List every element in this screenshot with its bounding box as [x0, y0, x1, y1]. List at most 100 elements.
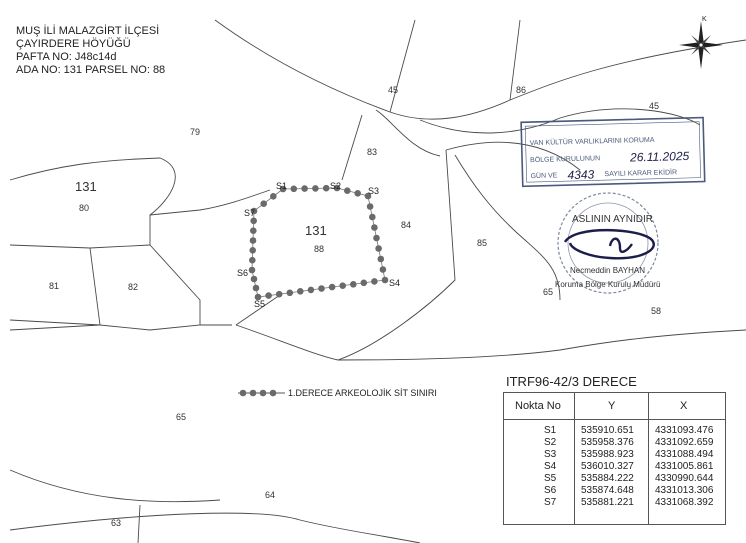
boundary-dot — [265, 292, 272, 299]
boundary-dot — [250, 275, 258, 283]
seal-title: ASLININ AYNIDIR — [572, 214, 653, 225]
row-x: 4331068.392 — [655, 497, 714, 508]
row-no: S6 — [544, 485, 557, 496]
legend: 1.DERECE ARKEOLOJİK SİT SINIRI — [238, 388, 437, 398]
boundary-dot — [381, 276, 389, 284]
row-no: S3 — [544, 449, 557, 460]
stamp-number: 4343 — [567, 167, 594, 182]
boundary-dot — [333, 184, 341, 192]
boundary-dot — [270, 193, 277, 200]
point-s6-label: S6 — [237, 268, 248, 278]
parcel-81-label: 81 — [49, 281, 59, 291]
legend-dot — [249, 389, 257, 397]
boundary-dot — [322, 184, 330, 192]
parcel-45b-label: 45 — [649, 101, 659, 111]
header-y: Y — [608, 400, 616, 412]
point-s3-label: S3 — [368, 186, 379, 196]
boundary-dot — [375, 245, 382, 252]
boundary-dot — [254, 293, 262, 301]
header-nokta: Nokta No — [515, 400, 561, 412]
seal-name: Necmeddin BAYHAN — [570, 266, 645, 275]
parcel-88-label: 88 — [314, 244, 324, 254]
boundary-dot — [366, 203, 374, 210]
boundary-dot — [379, 266, 387, 273]
row-x: 4331092.659 — [655, 437, 714, 448]
point-s7-label: S7 — [244, 208, 255, 218]
row-x: 4331005.861 — [655, 461, 714, 472]
point-s4-label: S4 — [389, 278, 400, 288]
row-no: S7 — [544, 497, 557, 508]
parcel-85-label: 85 — [477, 238, 487, 248]
table-title: ITRF96-42/3 DERECE — [506, 374, 637, 389]
table-row: S1 535910.651 4331093.476 — [504, 425, 725, 437]
boundary-dot — [369, 213, 376, 221]
point-labels: S1 S2 S3 S4 S5 S6 S7 — [237, 181, 400, 309]
parcel-45-label: 45 — [388, 85, 398, 95]
table-divider — [648, 393, 649, 524]
boundary-dot — [344, 187, 351, 194]
legend-dot — [269, 389, 277, 397]
row-y: 535988.923 — [581, 449, 634, 460]
row-y: 535958.376 — [581, 437, 634, 448]
boundary-dot — [249, 256, 256, 264]
row-x: 4331088.494 — [655, 449, 714, 460]
boundary-dot — [360, 279, 368, 287]
row-y: 535874.648 — [581, 485, 634, 496]
row-y: 535884.222 — [581, 473, 634, 484]
parcel-numbers: 45 86 45 79 83 131 80 131 88 84 85 81 82… — [49, 85, 661, 528]
legend-dot — [239, 389, 247, 397]
boundary-dot — [339, 282, 347, 290]
boundary-dot — [354, 190, 362, 197]
official-seal: ASLININ AYNIDIR Necmeddin BAYHAN Koruma … — [555, 192, 660, 294]
parcel-83-label: 83 — [367, 147, 377, 157]
row-y: 535881.221 — [581, 497, 634, 508]
table-row: S2 535958.376 4331092.659 — [504, 437, 725, 449]
boundary-dot — [350, 281, 357, 288]
boundary-dot — [318, 285, 325, 292]
boundary-dot — [249, 237, 257, 244]
table-row: S5 535884.222 4330990.644 — [504, 473, 725, 485]
boundary-dot — [377, 255, 385, 263]
parcel-64-label: 64 — [265, 490, 275, 500]
decision-stamp: VAN KÜLTÜR VARLIKLARINI KORUMA BÖLGE KUR… — [520, 116, 706, 188]
boundary-dot — [250, 207, 258, 215]
legend-dot — [259, 389, 267, 397]
parcel-65-right-label: 65 — [543, 287, 553, 297]
parcel-79-label: 79 — [190, 127, 200, 137]
parcel-63-label: 63 — [111, 518, 121, 528]
boundary-dot — [252, 284, 260, 292]
coordinate-table: Nokta No Y X S1 535910.651 4331093.476 S… — [503, 392, 726, 525]
table-row: S4 536010.327 4331005.861 — [504, 461, 725, 473]
table-row: S6 535874.648 4331013.306 — [504, 485, 725, 497]
boundary-dot — [312, 185, 319, 192]
north-label: K — [702, 16, 707, 23]
boundary-dot — [307, 286, 315, 294]
row-y: 536010.327 — [581, 461, 634, 472]
header-district: MUŞ İLİ MALAZGİRT İLÇESİ — [16, 25, 160, 37]
boundary-dot — [250, 227, 257, 234]
boundary-dot — [371, 224, 378, 231]
signature — [563, 228, 655, 260]
row-x: 4330990.644 — [655, 473, 714, 484]
table-divider — [574, 393, 575, 524]
parcel-84-label: 84 — [401, 220, 411, 230]
header-site-name: ÇAYIRDERE HÖYÜĞÜ — [16, 38, 131, 50]
boundary-dot — [286, 289, 294, 297]
parcel-82-label: 82 — [128, 282, 138, 292]
boundary-dot — [279, 185, 287, 193]
boundary-dot — [328, 283, 336, 291]
boundary-dot — [250, 217, 257, 225]
north-arrow-icon: K — [679, 16, 723, 69]
table-header — [504, 393, 725, 420]
boundary-dot — [290, 185, 298, 193]
row-y: 535910.651 — [581, 425, 634, 436]
boundary-dot — [364, 192, 372, 200]
header-sheet-no: PAFTA NO: J48c14d — [16, 51, 117, 63]
point-s2-label: S2 — [330, 181, 341, 191]
row-no: S1 — [544, 425, 557, 436]
boundary-dot — [275, 290, 283, 298]
point-s1-label: S1 — [276, 181, 287, 191]
row-no: S5 — [544, 473, 557, 484]
parcel-58-label: 58 — [651, 306, 661, 316]
